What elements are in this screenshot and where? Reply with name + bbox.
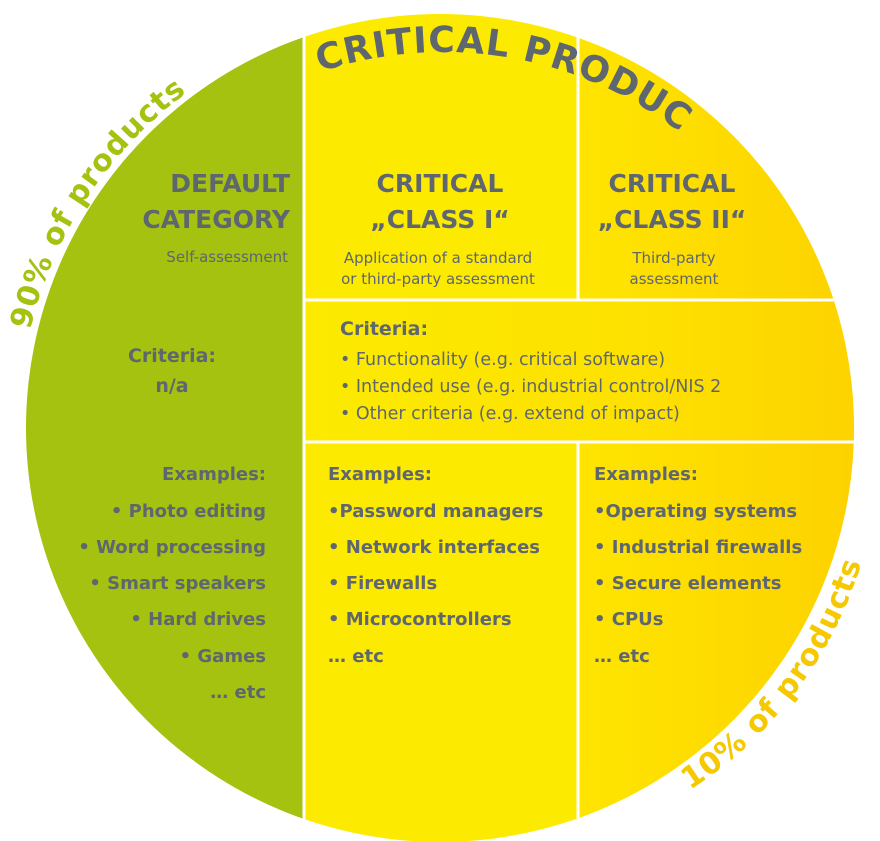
class1-heading-line2: „CLASS I“ bbox=[370, 205, 509, 234]
class1-assessment-line2: or third-party assessment bbox=[341, 270, 535, 288]
class2-examples-label: Examples: bbox=[594, 464, 698, 485]
default-criteria-label: Criteria: bbox=[128, 345, 216, 367]
default-example-item: • Hard drives bbox=[130, 609, 266, 630]
class2-panel bbox=[578, 14, 854, 300]
default-example-item: • Word processing bbox=[78, 537, 266, 558]
class2-assessment-line2: assessment bbox=[630, 270, 719, 288]
class2-example-item: • CPUs bbox=[594, 609, 664, 630]
default-heading-line2: CATEGORY bbox=[142, 205, 291, 234]
default-criteria-value: n/a bbox=[155, 375, 188, 397]
critical-criteria-item: • Functionality (e.g. critical software) bbox=[340, 350, 665, 370]
default-heading-line1: DEFAULT bbox=[170, 169, 290, 198]
class2-assessment-line1: Third-party bbox=[631, 249, 715, 267]
class1-example-item: … etc bbox=[328, 646, 384, 667]
critical-criteria-block: Criteria: • Functionality (e.g. critical… bbox=[340, 318, 721, 424]
default-assessment: Self-assessment bbox=[166, 248, 288, 266]
class1-examples-panel bbox=[304, 442, 578, 841]
class2-example-item: • Secure elements bbox=[594, 573, 781, 594]
class2-example-item: •Operating systems bbox=[594, 501, 797, 522]
default-example-item: … etc bbox=[210, 682, 266, 703]
default-examples-label: Examples: bbox=[162, 464, 266, 485]
default-example-item: • Photo editing bbox=[111, 501, 266, 522]
class1-column: CRITICAL „CLASS I“ Application of a stan… bbox=[328, 169, 543, 667]
default-example-item: • Games bbox=[180, 646, 266, 667]
class2-heading-line1: CRITICAL bbox=[609, 169, 736, 198]
class1-assessment-line1: Application of a standard bbox=[344, 249, 532, 267]
default-example-item: • Smart speakers bbox=[89, 573, 266, 594]
class2-heading-line2: „CLASS II“ bbox=[598, 205, 747, 234]
class1-panel bbox=[304, 14, 578, 300]
class1-example-item: • Microcontrollers bbox=[328, 609, 512, 630]
class1-heading-line1: CRITICAL bbox=[377, 169, 504, 198]
class2-column: CRITICAL „CLASS II“ Third-party assessme… bbox=[594, 169, 802, 667]
default-category-column: DEFAULT CATEGORY Self-assessment Criteri… bbox=[78, 169, 291, 703]
class2-example-item: … etc bbox=[594, 646, 650, 667]
class2-example-item: • Industrial firewalls bbox=[594, 537, 802, 558]
critical-criteria-panel bbox=[304, 300, 854, 442]
class1-example-item: •Password managers bbox=[328, 501, 543, 522]
critical-criteria-label: Criteria: bbox=[340, 318, 428, 340]
class1-example-item: • Firewalls bbox=[328, 573, 437, 594]
class1-examples-label: Examples: bbox=[328, 464, 432, 485]
critical-criteria-item: • Other criteria (e.g. extend of impact) bbox=[340, 404, 680, 424]
class1-example-item: • Network interfaces bbox=[328, 537, 540, 558]
critical-criteria-item: • Intended use (e.g. industrial control/… bbox=[340, 377, 721, 397]
